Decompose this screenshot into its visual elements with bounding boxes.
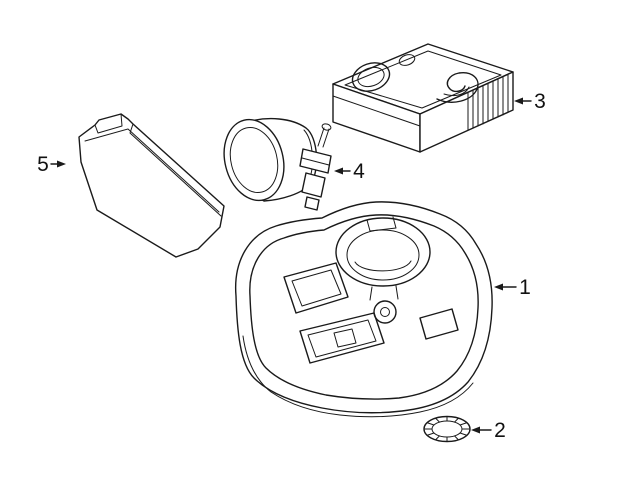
callout-3: 3 [514, 90, 546, 113]
case-tab [94, 113, 123, 134]
callout-5-arrowhead [57, 160, 66, 168]
tray-well-notch [366, 216, 397, 232]
valve-pin-cap [321, 123, 332, 131]
compressor-ribs [467, 73, 509, 131]
callout-4-arrowhead [334, 167, 343, 175]
tray-right-recess [419, 308, 459, 340]
compressor-gauge-outer [351, 62, 391, 92]
compressor-seam-line [332, 95, 421, 127]
wheel-spokes [424, 416, 470, 442]
tray-round-well-floor [354, 260, 412, 272]
case-outline [78, 113, 225, 258]
tray-lower-slot [299, 312, 385, 364]
canister-front-face [223, 118, 285, 202]
part-3-compressor [332, 43, 514, 153]
tray-slot-block [333, 328, 357, 348]
compressor-button [398, 54, 416, 66]
compressor-hose-inner [443, 86, 470, 97]
part-5-case [78, 113, 225, 258]
compressor-top-inset [344, 50, 502, 109]
valve-lower-body [301, 172, 326, 198]
case-tip-inset [129, 123, 222, 217]
case-edge-inset [84, 128, 220, 213]
tray-round-well-outer [335, 217, 431, 287]
part-1-storage-tray [234, 201, 493, 418]
part-2-star-wheel [423, 415, 471, 443]
callout-5-label: 5 [37, 153, 49, 176]
tray-upper-recess [283, 262, 349, 314]
tray-outer-outline [234, 201, 493, 414]
callout-2-arrowhead [471, 426, 480, 434]
compressor-hose-outer [436, 72, 479, 103]
tray-hub-hole-inner [380, 307, 390, 317]
part-4-canister [223, 117, 332, 211]
tray-lower-slot-inner [307, 319, 377, 358]
tray-hub-hole-outer [373, 300, 397, 324]
callout-3-arrowhead [514, 97, 523, 105]
tray-inner-rim [249, 214, 479, 400]
callout-3-label: 3 [534, 90, 546, 113]
wheel-inner-rim [431, 420, 463, 438]
callout-1-label: 1 [519, 276, 531, 299]
tray-upper-recess-inner [291, 269, 342, 307]
callout-1: 1 [494, 276, 531, 299]
callout-5: 5 [37, 153, 66, 176]
callout-4: 4 [334, 160, 365, 183]
callout-2-label: 2 [494, 419, 506, 442]
compressor-gauge-inner [357, 66, 385, 88]
callout-1-arrowhead [494, 283, 503, 291]
valve-foot [304, 196, 320, 211]
compressor-right-face [419, 71, 514, 153]
tray-base-line [242, 335, 474, 418]
callout-2: 2 [471, 419, 506, 442]
canister-valve [299, 123, 332, 211]
callout-4-label: 4 [353, 160, 365, 183]
canister-front-lip [229, 127, 279, 193]
